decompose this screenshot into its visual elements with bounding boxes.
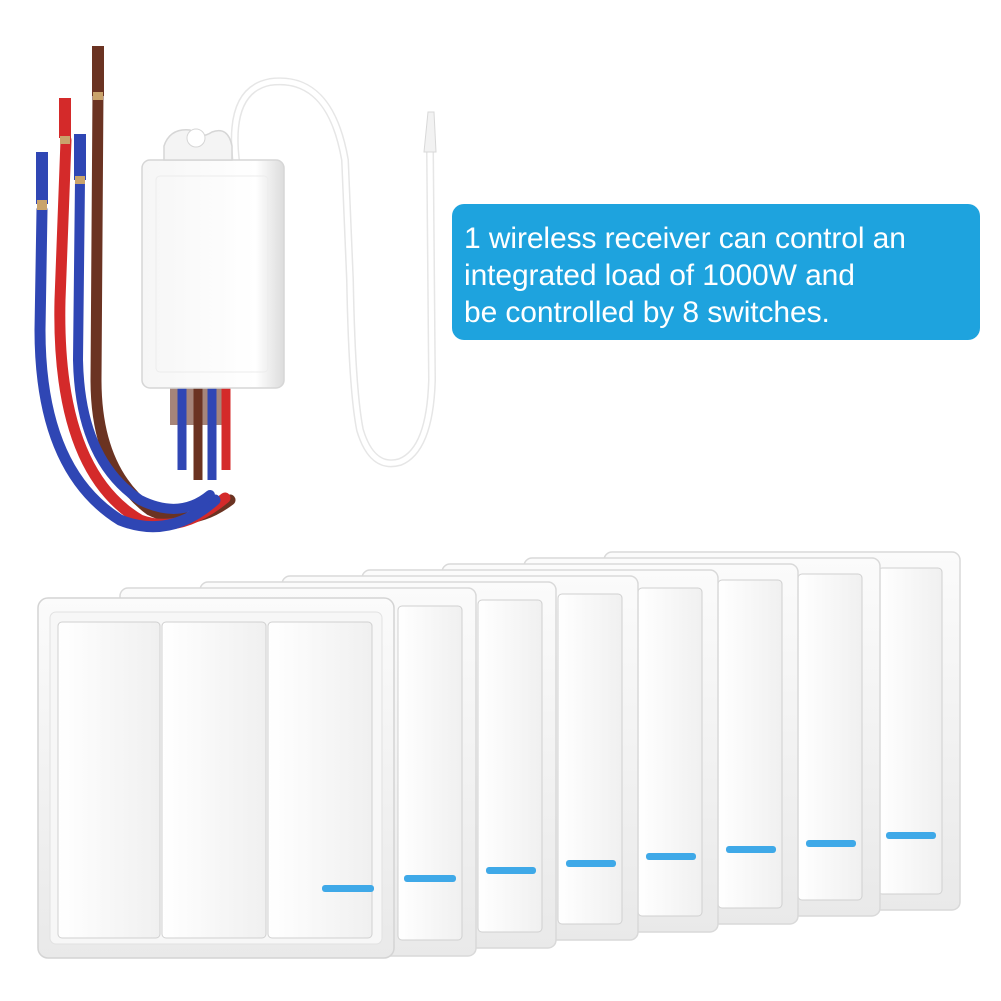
callout-line: integrated load of 1000W and [464,259,855,292]
switch-panels [37,551,961,959]
rocker-middle [161,621,267,939]
indicator-light [566,860,616,867]
callout-line: be controlled by 8 switches. [464,296,830,329]
antenna-wire [230,77,437,468]
rocker-right [267,621,373,939]
indicator-light [486,867,536,874]
indicator-light [806,840,856,847]
receiver-box [141,128,285,389]
indicator-light [886,832,936,839]
info-callout: 1 wireless receiver can control an integ… [452,204,980,340]
indicator-light [404,875,456,882]
indicator-light [646,853,696,860]
indicator-light [322,885,374,892]
receiver-wires [34,46,236,533]
switch-panel-three-gang [37,597,395,959]
indicator-light [726,846,776,853]
rocker-left [57,621,161,939]
callout-line: 1 wireless receiver can control an [464,222,906,255]
